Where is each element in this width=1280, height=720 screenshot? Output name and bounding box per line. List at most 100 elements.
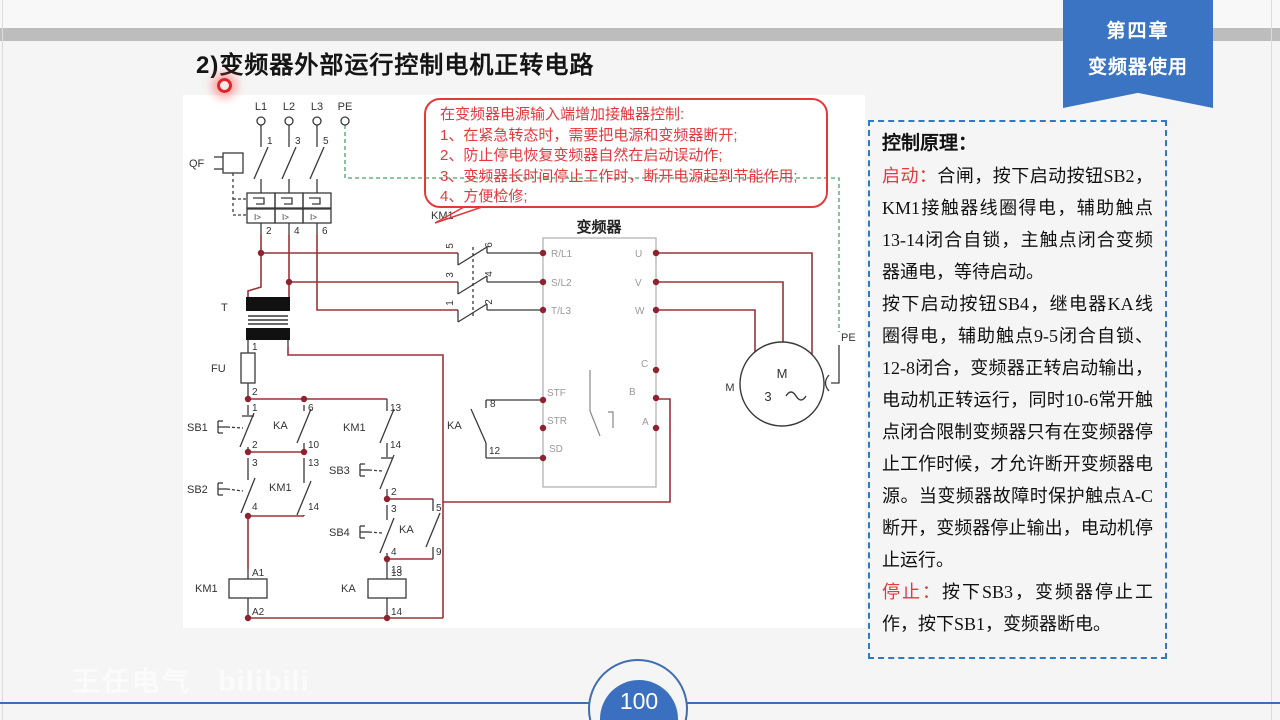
inverter-terminal-sd: SD — [549, 444, 563, 455]
inverter-terminal-w: W — [635, 306, 645, 317]
inverter-terminal-a: A — [642, 417, 649, 428]
wire-number: 5 — [323, 136, 329, 147]
junction-dots — [244, 249, 660, 622]
wire-number: 13 — [308, 458, 320, 469]
sine-symbol — [785, 391, 807, 401]
inverter-terminal-sl2: S/L2 — [551, 278, 572, 289]
principle-heading: 控制原理： — [882, 133, 978, 154]
motor-pe-connector — [824, 374, 830, 392]
bilibili-logo: bilibili — [218, 666, 310, 698]
pole-number: 3 — [445, 272, 456, 278]
wire-number: 2 — [252, 387, 258, 398]
wire-number: 13 — [391, 568, 403, 579]
qf-label: QF — [189, 158, 205, 170]
motor-pe-label: PE — [841, 332, 856, 344]
km1-coil-a2: A2 — [252, 607, 265, 618]
motor-m-outside: M — [725, 382, 734, 394]
inverter-terminal-v: V — [635, 278, 642, 289]
sb1-label: SB1 — [187, 422, 208, 434]
annotation-line: 4、方便检修; — [440, 188, 528, 205]
transformer — [246, 297, 290, 353]
inverter-box — [542, 237, 657, 488]
principle-stop-paragraph: 停止：按下SB3，变频器停止工作，按下SB1，变频器断电。 — [882, 576, 1153, 640]
chapter-banner: 第四章 变频器使用 — [1063, 0, 1213, 108]
terminal-l3-label: L3 — [311, 101, 323, 113]
header-divider-band — [0, 28, 1280, 41]
ka-run-label: KA — [447, 420, 462, 432]
terminal-l2-label: L2 — [283, 101, 295, 113]
ka-selflock-label: KA — [399, 524, 414, 536]
wire-number: 2 — [391, 487, 397, 498]
principle-panel: 控制原理： 启动：合闸，按下启动按钮SB2，KM1接触器线圈得电，辅助触点13-… — [868, 120, 1167, 659]
motor-m-inside: M — [777, 366, 788, 381]
wire-number: 10 — [308, 440, 320, 451]
wire-number: 2 — [266, 226, 272, 237]
inverter-terminal-tl3: T/L3 — [551, 306, 571, 317]
wire-number: 3 — [252, 458, 258, 469]
principle-middle-paragraph: 按下启动按钮SB4，继电器KA线圈得电，辅助触点9-5闭合自锁、12-8闭合，变… — [882, 288, 1153, 576]
pole-number: 1 — [445, 300, 456, 306]
overload-symbol: I> — [310, 213, 317, 222]
wire-number: 6 — [308, 403, 314, 414]
wire-number: 2 — [252, 440, 258, 451]
wire-number: 1 — [252, 403, 258, 414]
supply-terminals — [256, 116, 350, 147]
fuse-label: FU — [211, 363, 226, 375]
ka-aux-label: KA — [273, 420, 288, 432]
ka-coil-label: KA — [341, 583, 356, 595]
inverter-terminal-stf: STF — [547, 388, 566, 399]
inverter-terminal-b: B — [629, 387, 636, 398]
wire-number: 14 — [391, 607, 403, 618]
pe-ground-line — [344, 125, 840, 332]
wire-number: 12 — [489, 446, 501, 457]
wire-number: 9 — [436, 547, 442, 558]
start-text: 合闸，按下启动按钮SB2，KM1接触器线圈得电，辅助触点13-14闭合自锁，主触… — [882, 166, 1154, 282]
ka-run-contact — [470, 399, 543, 459]
wire-number: 4 — [391, 547, 397, 558]
wire-number: 4 — [252, 502, 258, 513]
km1-coil-a1: A1 — [252, 568, 265, 579]
annotation-box: 在变频器电源输入端增加接触器控制: 1、在紧急转态时，需要把电源和变频器断开; … — [424, 98, 828, 208]
annotation-line: 3、变频器长时间停止工作时，断开电源起到节能作用; — [440, 167, 798, 185]
km1-aux-label: KM1 — [343, 422, 366, 434]
terminal-pe-label: PE — [338, 101, 353, 113]
pole-number: 4 — [484, 271, 495, 277]
watermark: 王任电气 bilibili — [72, 660, 310, 699]
km1-selflock-label: KM1 — [269, 482, 292, 494]
motor-phase: 3 — [764, 389, 771, 404]
annotation-line: 1、在紧急转态时，需要把电源和变频器断开; — [440, 126, 738, 144]
sb4-label: SB4 — [329, 527, 350, 539]
qf-breaker — [214, 146, 332, 235]
km1-coil-label: KM1 — [195, 583, 218, 595]
wire-number: 3 — [295, 136, 301, 147]
overload-symbol: I> — [254, 213, 261, 222]
wire-number: 14 — [390, 440, 402, 451]
sb2-label: SB2 — [187, 484, 208, 496]
annotation-line: 在变频器电源输入端增加接触器控制: — [440, 106, 685, 123]
page-title: 2)变频器外部运行控制电机正转电路 — [196, 52, 595, 79]
slide-right-edge — [1271, 0, 1272, 720]
watermark-text: 王任电气 — [72, 667, 192, 697]
wire-number: 14 — [308, 502, 320, 513]
pole-number: 5 — [445, 243, 456, 249]
terminal-l1-label: L1 — [255, 101, 267, 113]
control-circuit — [217, 399, 441, 618]
wire-number: 4 — [294, 226, 300, 237]
laser-pointer-dot — [217, 78, 232, 93]
annotation-pointer — [434, 206, 483, 224]
pole-number: 2 — [484, 299, 495, 305]
sb3-label: SB3 — [329, 465, 350, 477]
pole-number: 6 — [484, 242, 495, 248]
wire-number: 5 — [436, 503, 442, 514]
wire-number: 13 — [391, 565, 403, 576]
chapter-title: 变频器使用 — [1087, 57, 1188, 78]
middle-text: 按下启动按钮SB4，继电器KA线圈得电，辅助触点9-5闭合自锁、12-8闭合，变… — [882, 294, 1153, 570]
inverter-terminal-str: STR — [547, 416, 567, 427]
stop-text: 按下SB3，变频器停止工作，按下SB1，变频器断电。 — [882, 582, 1153, 634]
inverter-title: 变频器 — [576, 218, 622, 236]
wire-number: 1 — [252, 342, 258, 353]
km1-main-contacts — [457, 246, 543, 323]
wire-number: 6 — [322, 226, 328, 237]
inverter-terminal-u: U — [635, 249, 642, 260]
